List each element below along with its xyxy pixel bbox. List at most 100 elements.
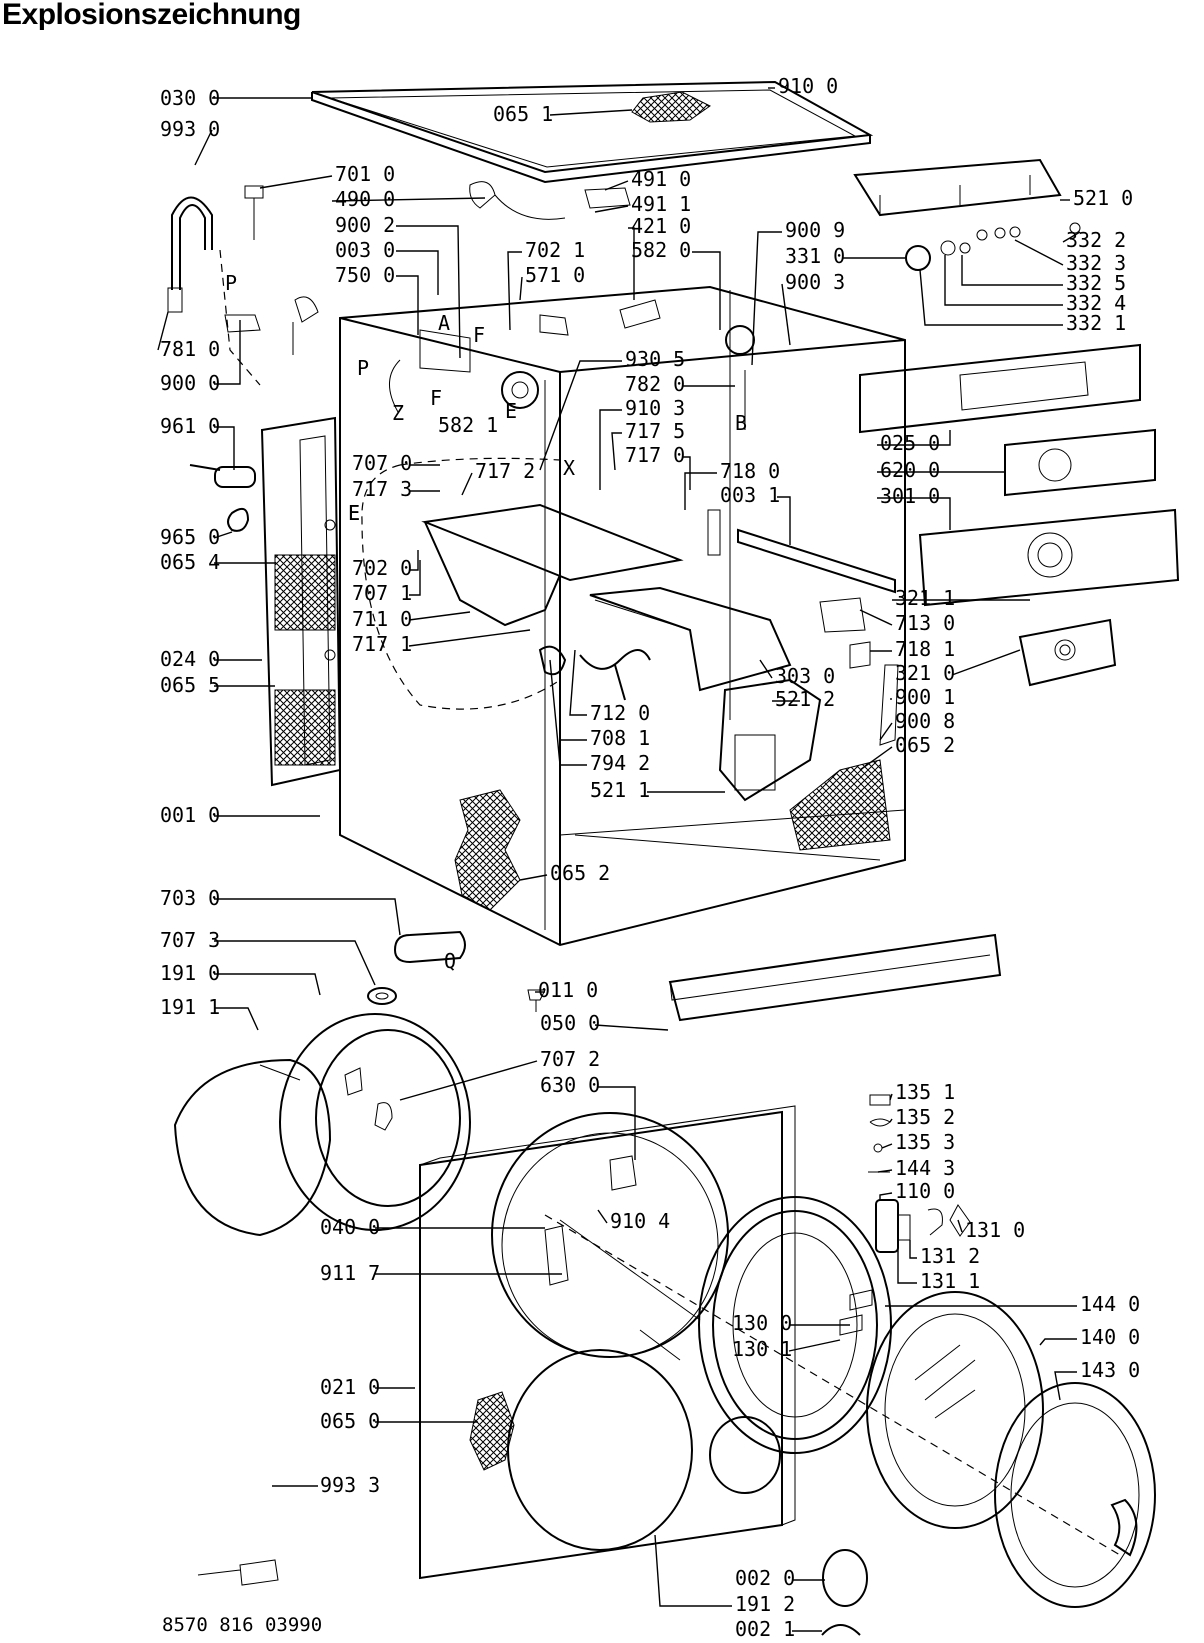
marker-letter: E [348,501,360,525]
leader-line [396,250,439,295]
leader-line [408,629,531,647]
marker-letter: X [563,456,575,480]
part-label: 707 2 [540,1047,600,1071]
part-label: 421 0 [631,214,691,238]
part-label: 702 0 [352,556,412,580]
part-label: 900 0 [160,371,220,395]
part-label: 717 3 [352,477,412,501]
part-label: 144 3 [895,1156,955,1180]
part-label: 993 0 [160,117,220,141]
leader-line [409,560,421,596]
part-label: 718 0 [720,459,780,483]
leader-line [877,497,951,530]
part-label: 002 0 [735,1566,795,1590]
part-label: 140 0 [1080,1325,1140,1349]
part-label: 707 3 [160,928,220,952]
leader-line [409,550,419,571]
part-label: 900 3 [785,270,845,294]
part-label: 900 2 [335,213,395,237]
detergent-dispenser [361,457,792,710]
part-label: 713 0 [895,611,955,635]
leader-line [781,283,791,346]
leader-line [214,320,241,385]
leader-line [881,1143,893,1149]
part-label: 750 0 [335,263,395,287]
part-label: 910 3 [625,396,685,420]
leader-line [396,275,419,335]
part-label: 702 1 [525,238,585,262]
leader-line [507,251,522,331]
part-label: 191 0 [160,961,220,985]
part-label: 040 0 [320,1215,380,1239]
marker-letter: 582 1 [438,413,498,437]
leader-line [611,432,622,471]
cabinet [339,285,906,947]
part-label: 717 1 [352,632,412,656]
part-label: 993 3 [320,1473,380,1497]
leader-line [597,1209,608,1224]
leader-line [628,227,635,300]
part-label: 571 0 [525,263,585,287]
leader-line [951,649,1021,676]
part-label: 701 0 [335,162,395,186]
part-label: 708 1 [590,726,650,750]
part-label: 930 5 [625,347,685,371]
leader-line [877,1169,893,1173]
part-label: 630 0 [540,1073,600,1097]
part-label: 707 0 [352,451,412,475]
leader-line [399,1060,538,1101]
part-label: 521 1 [590,778,650,802]
leader-line [461,472,473,496]
part-label: 717 5 [625,419,685,443]
part-label: 718 1 [895,637,955,661]
marker-letter: P [357,356,369,380]
sound-insulation-side [454,789,521,911]
marker-letter: E [505,399,517,423]
marker-letter: A [438,311,450,335]
part-label: 911 7 [320,1261,380,1285]
part-label: 910 4 [610,1209,670,1233]
part-label: 717 2 [475,459,535,483]
marker-letter: F [430,386,442,410]
part-label: 491 1 [631,192,691,216]
part-label: 143 0 [1080,1358,1140,1382]
part-label: 131 1 [920,1269,980,1293]
part-label: 491 0 [631,167,691,191]
leader-line [788,1339,841,1352]
part-label: 050 0 [540,1011,600,1035]
part-label: 965 0 [160,525,220,549]
part-label: 002 1 [735,1617,795,1641]
part-label: 135 1 [895,1080,955,1104]
part-label: 135 3 [895,1130,955,1154]
part-label: 332 2 [1066,228,1126,252]
leader-line [214,1007,259,1031]
leader-line [889,1118,893,1123]
part-label: 703 0 [160,886,220,910]
part-label: 900 9 [785,218,845,242]
marker-letter: Q [444,949,456,973]
part-label: 144 0 [1080,1292,1140,1316]
part-label: 001 0 [160,803,220,827]
wiring-parts [389,181,755,430]
leader-line [194,129,213,166]
leader-line [1014,239,1064,266]
leader-line [1039,1338,1077,1346]
part-label: 065 0 [320,1409,380,1433]
part-label: 130 0 [732,1311,792,1335]
part-label: 131 2 [920,1244,980,1268]
leader-line [859,746,893,771]
marker-letter: Z [392,401,404,425]
leader-line [654,1534,732,1607]
rails-brackets [707,509,899,802]
part-label: 781 0 [160,337,220,361]
control-module [853,158,1081,271]
part-label: 900 1 [895,685,955,709]
part-label: 110 0 [895,1179,955,1203]
part-label: 021 0 [320,1375,380,1399]
part-label: 961 0 [160,414,220,438]
part-label: 025 0 [880,431,940,455]
leader-line [859,609,893,626]
leader-line [957,1219,963,1233]
part-label: 030 0 [160,86,220,110]
leader-line [692,251,721,330]
